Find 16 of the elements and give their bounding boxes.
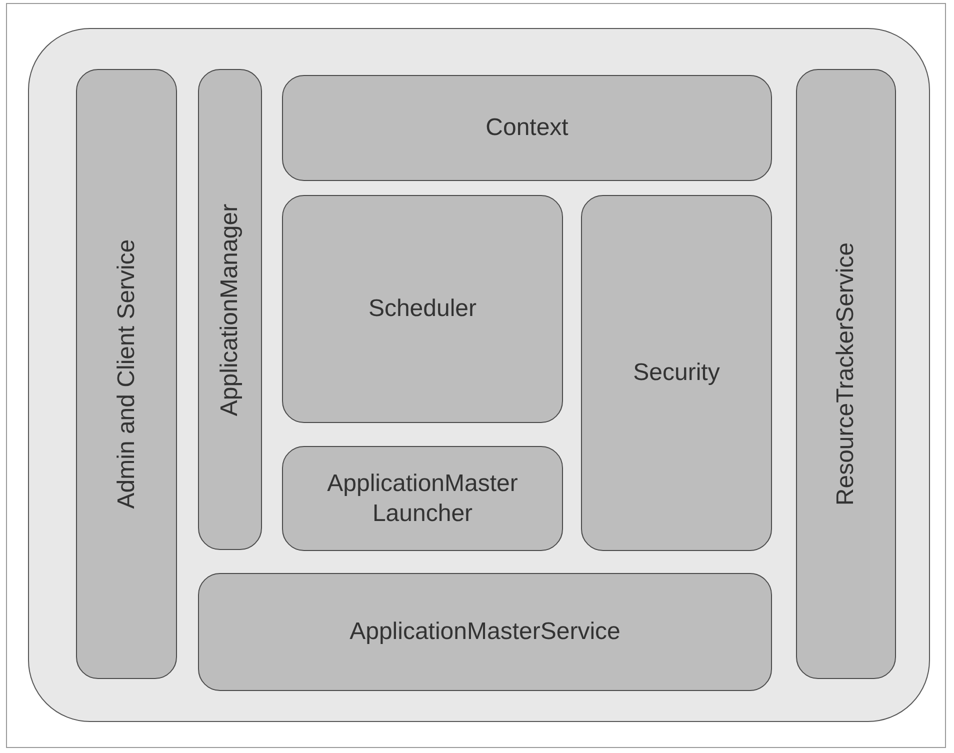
component-label: ApplicationMasterService [350,617,620,647]
component-label: Admin and Client Service [112,239,140,509]
component-label: Scheduler [368,294,477,324]
component-label: ResourceTrackerService [831,242,860,506]
component-box [282,75,772,181]
component-box [282,446,563,551]
component-box [581,195,772,551]
component-box [796,69,896,679]
component-label: Context [486,113,568,143]
component-label: ApplicationManager [215,203,244,416]
component-box [198,573,772,691]
component-label: Security [633,358,720,388]
component-label: ApplicationMaster Launcher [326,468,519,528]
component-box [76,69,177,679]
component-box [282,195,563,423]
component-box [198,69,262,550]
